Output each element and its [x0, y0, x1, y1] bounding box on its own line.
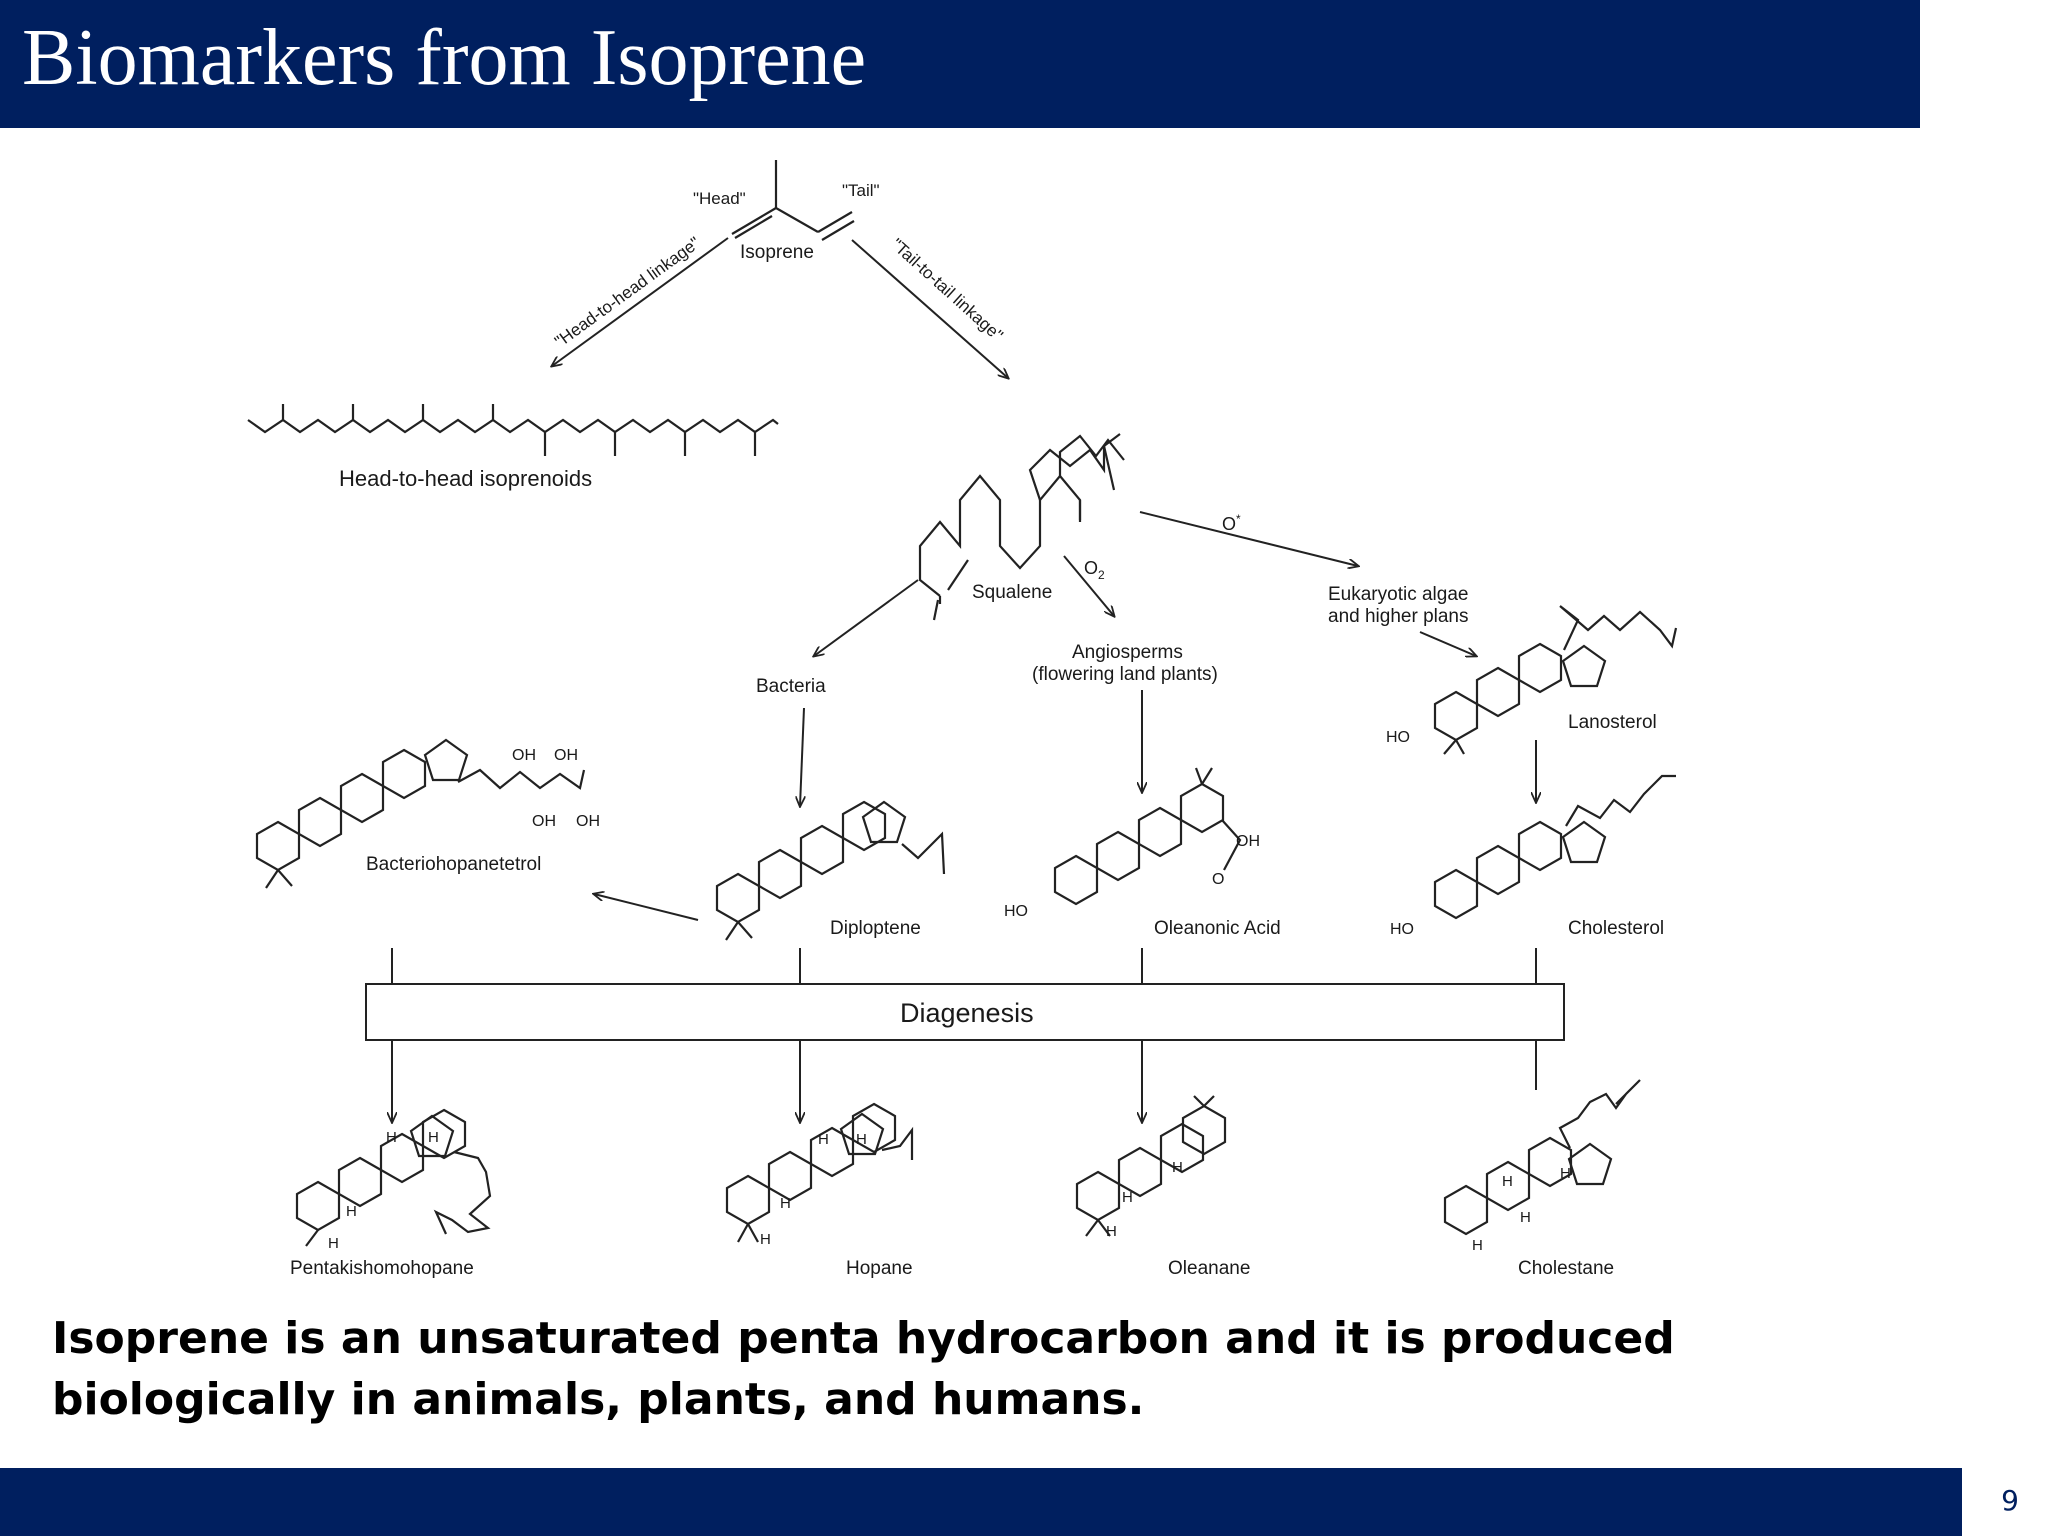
head-to-head-arrow [552, 237, 729, 366]
pentakishomohopane-h1: H [386, 1129, 397, 1146]
oleanonic-acid-o: O [1212, 871, 1224, 888]
bacteriohopanetetrol-oh3: OH [532, 813, 556, 830]
slide-title: Biomarkers from Isoprene [22, 14, 867, 102]
lanosterol-structure [1433, 605, 1678, 755]
oleanane-label: Oleanane [1168, 1258, 1250, 1279]
hopane-h4: H [760, 1231, 771, 1248]
oxygen-o2-label: O2 [1084, 558, 1105, 582]
oleanane-h2: H [1172, 1159, 1183, 1176]
tail-label: "Tail" [842, 181, 880, 200]
bacteriohopanetetrol-oh2: OH [554, 747, 578, 764]
cholestane-h1: H [1502, 1173, 1513, 1190]
eukaryotic-sublabel: and higher plans [1328, 606, 1469, 627]
pentakishomohopane-label: Pentakishomohopane [290, 1258, 474, 1279]
isoprene-structure [731, 160, 855, 241]
hopane-h1: H [818, 1131, 829, 1148]
arrow-bacteria-to-diploptene [800, 707, 804, 806]
arrow-to-angiosperms [1063, 555, 1114, 616]
angiosperms-sublabel: (flowering land plants) [1032, 664, 1218, 685]
head-to-head-isoprenoids-label: Head-to-head isoprenoids [339, 466, 592, 491]
title-bar: Biomarkers from Isoprene [0, 0, 1920, 128]
bacteriohopanetetrol-label: Bacteriohopanetetrol [366, 854, 541, 875]
squalene-label: Squalene [972, 582, 1052, 603]
bacteriohopanetetrol-oh1: OH [512, 747, 536, 764]
cholestane-label: Cholestane [1518, 1258, 1614, 1279]
cholesterol-ho: HO [1390, 921, 1414, 938]
pentakishomohopane-structure [295, 1108, 492, 1247]
diploptene-label: Diploptene [830, 918, 921, 939]
angiosperms-label: Angiosperms [1072, 642, 1183, 663]
oleanonic-acid-structure [1053, 767, 1242, 906]
cholestane-h3: H [1560, 1165, 1571, 1182]
oxygen-star-label: O* [1222, 512, 1241, 534]
head-to-head-linkage-label: "Head-to-head linkage" [551, 233, 703, 351]
slide-caption: Isoprene is an unsaturated penta hydroca… [52, 1313, 1675, 1425]
cholestane-h2: H [1520, 1209, 1531, 1226]
lanosterol-ho: HO [1386, 729, 1410, 746]
diagenesis-box [365, 983, 1565, 1041]
squalene-structure [918, 433, 1125, 621]
arrow-to-bacteria [814, 579, 919, 656]
oleanane-structure [1075, 1095, 1227, 1237]
hopane-h3: H [780, 1195, 791, 1212]
oleanonic-acid-ho: HO [1004, 903, 1028, 920]
oleanonic-acid-label: Oleanonic Acid [1154, 918, 1281, 939]
arrow-to-lanosterol [1419, 631, 1476, 656]
eukaryotic-label: Eukaryotic algae [1328, 584, 1468, 605]
tail-to-tail-linkage-label: "Tail-to-tail linkage" [887, 235, 1006, 345]
diagenesis-label: Diagenesis [900, 998, 1034, 1028]
head-label: "Head" [693, 189, 746, 208]
hopane-label: Hopane [846, 1258, 913, 1279]
diploptene-structure [715, 800, 946, 941]
lanosterol-label: Lanosterol [1568, 712, 1657, 733]
arrow-to-eukaryotic [1139, 511, 1358, 566]
oleanane-h3: H [1106, 1223, 1117, 1240]
isoprene-label: Isoprene [740, 242, 814, 263]
oleanane-h1: H [1122, 1189, 1133, 1206]
bacteriohopanetetrol-structure [255, 738, 586, 889]
bacteriohopanetetrol-oh4: OH [576, 813, 600, 830]
pentakishomohopane-h3: H [346, 1203, 357, 1220]
cholesterol-structure [1433, 774, 1676, 920]
arrow-diploptene-to-bacteriohopanetetrol [594, 894, 699, 921]
footer-bar [0, 1468, 1962, 1536]
cholestane-h4: H [1472, 1237, 1483, 1254]
tail-to-tail-arrow [851, 239, 1008, 378]
cholestane-structure [1443, 1079, 1641, 1236]
cholesterol-label: Cholesterol [1568, 918, 1664, 939]
pentakishomohopane-h4: H [328, 1235, 339, 1252]
diagenesis-connectors [391, 948, 1537, 984]
page-number: 9 [2001, 1484, 2019, 1517]
head-to-head-isoprenoid-chain [247, 404, 779, 456]
hopane-h2: H [856, 1131, 867, 1148]
bacteria-label: Bacteria [756, 676, 826, 697]
oleanonic-acid-oh: OH [1236, 833, 1260, 850]
pentakishomohopane-h2: H [428, 1129, 439, 1146]
hopane-structure [725, 1102, 914, 1243]
